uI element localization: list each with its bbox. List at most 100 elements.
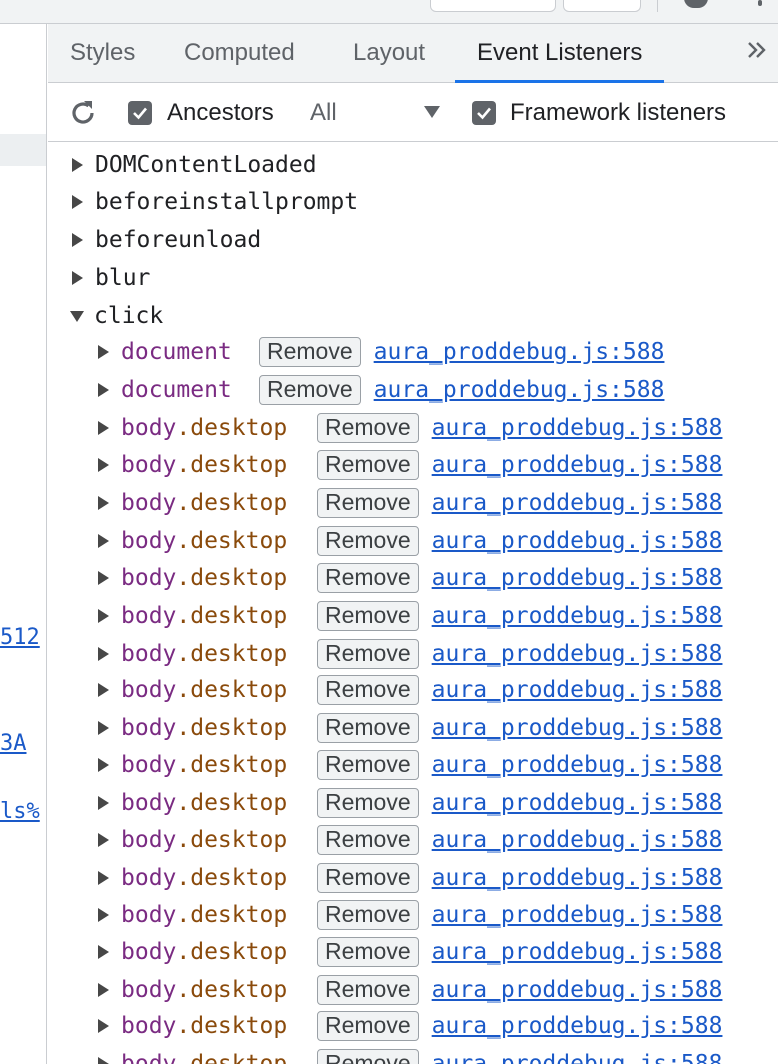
listener-node[interactable]: body.desktop [121,603,317,629]
expand-arrow-icon[interactable] [98,871,109,885]
source-location-link[interactable]: aura_proddebug.js:588 [431,490,723,516]
expand-arrow-icon[interactable] [98,833,109,847]
listener-node[interactable]: body.desktop [121,641,317,667]
expand-arrow-icon[interactable] [98,383,109,397]
tab-event-listeners[interactable]: Event Listeners [454,24,665,83]
gear-icon[interactable] [684,0,708,8]
remove-listener-button[interactable]: Remove [317,713,419,743]
expand-arrow-icon[interactable] [98,796,109,810]
expand-arrow-icon[interactable] [98,345,109,359]
remove-listener-button[interactable]: Remove [317,563,419,593]
expand-arrow-icon[interactable] [98,458,109,472]
expand-arrow-icon[interactable] [98,983,109,997]
remove-listener-button[interactable]: Remove [259,337,361,367]
listener-node[interactable]: body.desktop [121,902,317,928]
listener-node[interactable]: body.desktop [121,528,317,554]
listener-node[interactable]: body.desktop [121,827,317,853]
listener-filter-select[interactable]: All [310,99,337,126]
expand-arrow-icon[interactable] [98,1019,109,1033]
source-location-link[interactable]: aura_proddebug.js:588 [431,715,723,741]
remove-listener-button[interactable]: Remove [317,488,419,518]
expand-arrow-icon[interactable] [98,945,109,959]
expand-arrow-icon[interactable] [98,721,109,735]
remove-listener-button[interactable]: Remove [317,675,419,705]
source-location-link[interactable]: aura_proddebug.js:588 [431,790,723,816]
remove-listener-button[interactable]: Remove [317,639,419,669]
listener-node[interactable]: body.desktop [121,490,317,516]
source-location-link[interactable]: aura_proddebug.js:588 [431,641,723,667]
listener-node[interactable]: body.desktop [121,677,317,703]
expand-arrow-icon[interactable] [98,571,109,585]
source-location-link[interactable]: aura_proddebug.js:588 [431,977,723,1003]
event-group-row[interactable]: blur [72,261,150,295]
refresh-icon[interactable] [68,98,98,128]
listener-node[interactable]: body.desktop [121,715,317,741]
listener-node[interactable]: body.desktop [121,865,317,891]
remove-listener-button[interactable]: Remove [317,601,419,631]
listener-node[interactable]: body.desktop [121,939,317,965]
source-location-link[interactable]: aura_proddebug.js:588 [431,902,723,928]
source-location-link[interactable]: aura_proddebug.js:588 [431,452,723,478]
issues-counter-button[interactable] [430,0,556,12]
framework-listeners-checkbox[interactable] [472,101,496,125]
listener-node[interactable]: body.desktop [121,565,317,591]
remove-listener-button[interactable]: Remove [317,413,419,443]
source-location-link[interactable]: aura_proddebug.js:588 [431,865,723,891]
source-location-link[interactable]: aura_proddebug.js:588 [373,377,665,403]
remove-listener-button[interactable]: Remove [317,750,419,780]
expand-arrow-icon[interactable] [72,271,83,285]
remove-listener-button[interactable]: Remove [317,788,419,818]
remove-listener-button[interactable]: Remove [259,375,361,405]
source-location-link[interactable]: aura_proddebug.js:588 [431,939,723,965]
ancestors-checkbox[interactable] [128,101,152,125]
more-options-icon[interactable] [758,0,762,6]
source-location-link[interactable]: aura_proddebug.js:588 [431,1013,723,1039]
remove-listener-button[interactable]: Remove [317,900,419,930]
source-location-link[interactable]: aura_proddebug.js:588 [431,603,723,629]
remove-listener-button[interactable]: Remove [317,825,419,855]
messages-counter-button[interactable] [563,0,641,12]
source-link-fragment[interactable]: ls% [0,799,40,824]
remove-listener-button[interactable]: Remove [317,1011,419,1041]
listener-node[interactable]: body.desktop [121,790,317,816]
source-location-link[interactable]: aura_proddebug.js:588 [431,1051,723,1064]
listener-node[interactable]: body.desktop [121,752,317,778]
remove-listener-button[interactable]: Remove [317,975,419,1005]
expand-arrow-icon[interactable] [72,158,83,172]
remove-listener-button[interactable]: Remove [317,526,419,556]
source-location-link[interactable]: aura_proddebug.js:588 [431,415,723,441]
event-group-row[interactable]: beforeinstallprompt [72,185,358,219]
source-location-link[interactable]: aura_proddebug.js:588 [431,677,723,703]
more-tabs-chevron-icon[interactable] [746,38,768,66]
chevron-down-icon[interactable] [424,106,440,118]
listener-node[interactable]: body.desktop [121,415,317,441]
remove-listener-button[interactable]: Remove [317,937,419,967]
listener-node[interactable]: body.desktop [121,1013,317,1039]
event-group-row[interactable]: beforeunload [72,223,261,257]
listener-node[interactable]: body.desktop [121,1051,317,1064]
listener-node[interactable]: document [121,339,259,365]
expand-arrow-icon[interactable] [72,233,83,247]
collapse-arrow-icon[interactable] [70,310,84,322]
source-location-link[interactable]: aura_proddebug.js:588 [431,565,723,591]
expand-arrow-icon[interactable] [98,758,109,772]
listener-node[interactable]: body.desktop [121,977,317,1003]
source-location-link[interactable]: aura_proddebug.js:588 [373,339,665,365]
event-group-row[interactable]: DOMContentLoaded [72,148,317,182]
tab-layout[interactable]: Layout [353,39,426,66]
